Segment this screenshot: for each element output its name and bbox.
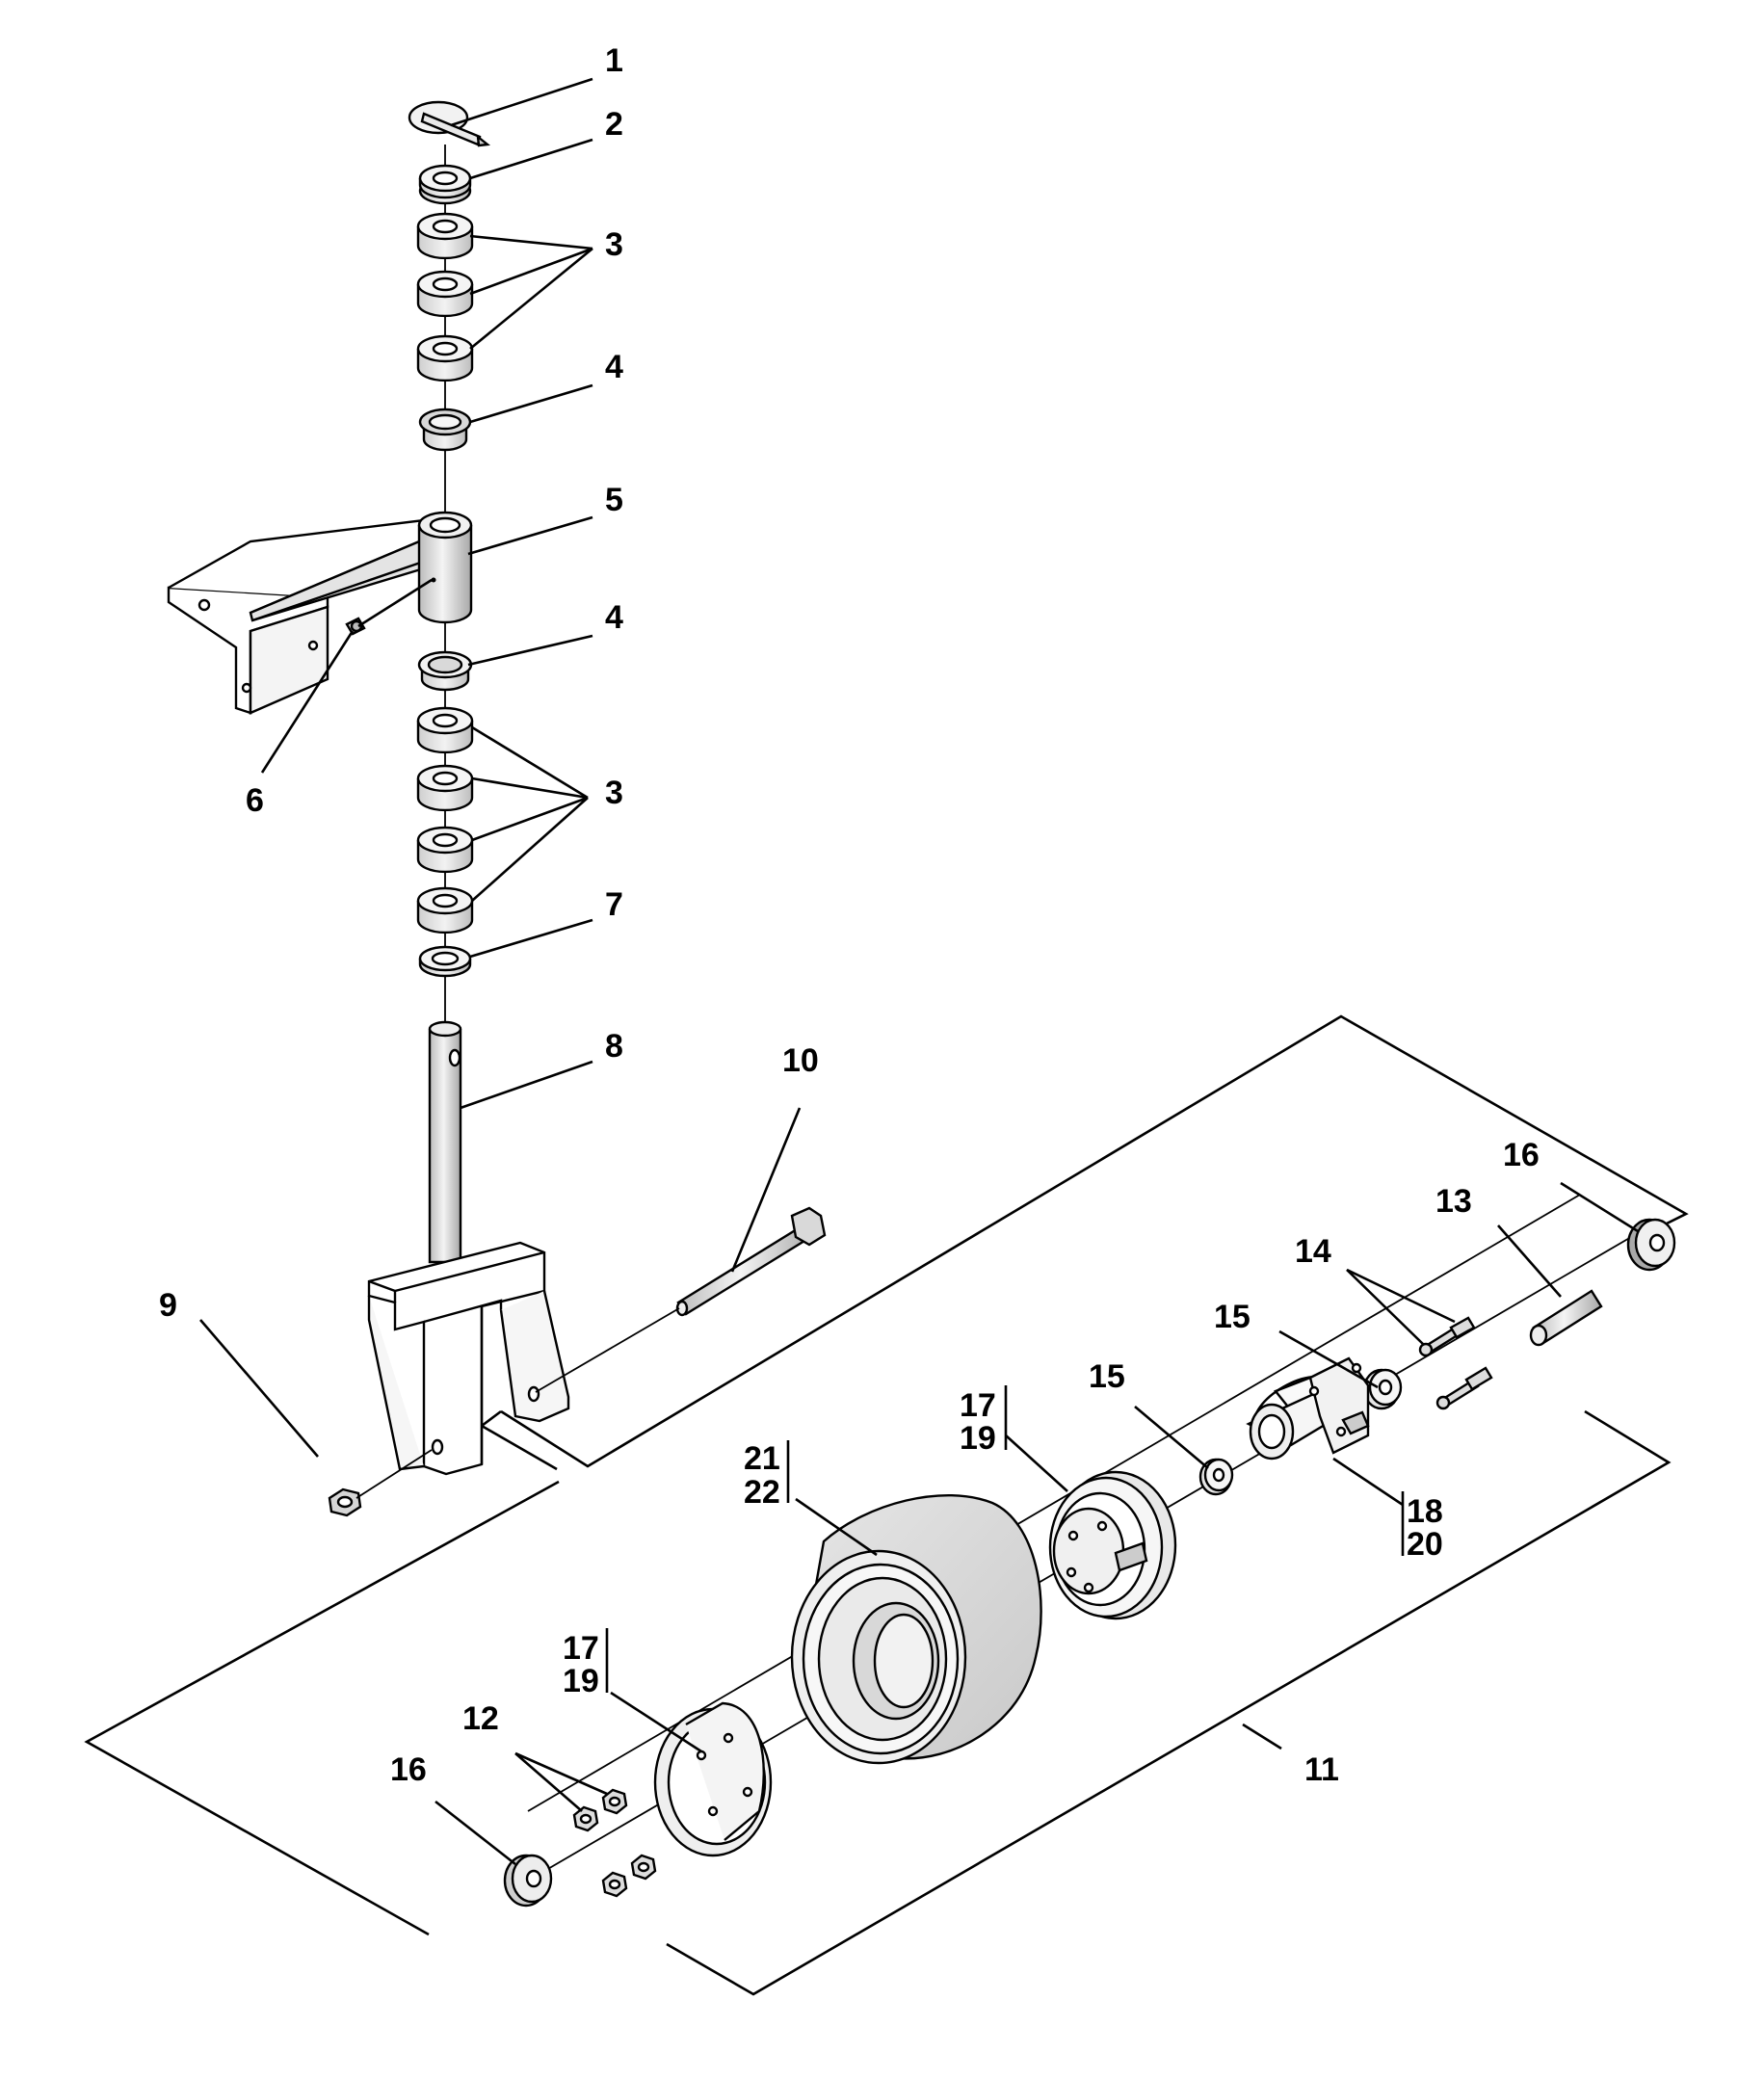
thrust-washer-part xyxy=(418,164,472,205)
callout-21: 21 xyxy=(744,1440,780,1477)
callout-14: 14 xyxy=(1295,1233,1331,1270)
callout-labels: 1 2 3 4 5 4 6 3 7 8 10 9 16 13 14 15 15 … xyxy=(159,42,1540,1788)
axle-spacer-tube xyxy=(1529,1289,1603,1347)
callout-19-right: 19 xyxy=(960,1420,996,1457)
callout-15-right: 15 xyxy=(1214,1299,1251,1335)
callout-4-upper: 4 xyxy=(605,349,623,385)
callout-17-right: 17 xyxy=(960,1387,996,1424)
axle-bolt-part xyxy=(675,1206,827,1317)
callout-3-lower: 3 xyxy=(605,775,623,811)
flange-bushing-lower xyxy=(417,650,473,692)
callout-7: 7 xyxy=(605,886,623,923)
wheel-rim-right xyxy=(1048,1470,1177,1620)
callout-16-left: 16 xyxy=(390,1751,427,1788)
callout-4-lower: 4 xyxy=(605,599,623,636)
callout-22: 22 xyxy=(744,1474,780,1511)
spacer-stack-upper xyxy=(416,212,474,382)
callout-5: 5 xyxy=(605,482,623,518)
wheel-bearing-right xyxy=(1626,1218,1676,1272)
rim-nuts-part xyxy=(572,1788,657,1898)
callout-12: 12 xyxy=(462,1700,499,1737)
callout-3-upper: 3 xyxy=(605,226,623,263)
callout-20: 20 xyxy=(1407,1526,1443,1563)
callout-2: 2 xyxy=(605,106,623,143)
wheel-bearing-left xyxy=(503,1854,553,1908)
leader-lines xyxy=(199,77,1639,1866)
callout-11: 11 xyxy=(1304,1751,1339,1788)
callout-1: 1 xyxy=(605,42,623,79)
grease-fitting-part xyxy=(345,617,366,636)
callout-6: 6 xyxy=(246,782,264,819)
callout-16-right: 16 xyxy=(1503,1137,1540,1173)
callout-18: 18 xyxy=(1407,1493,1443,1530)
caster-fork-part xyxy=(367,1020,570,1476)
callout-9: 9 xyxy=(159,1287,177,1324)
callout-17-left: 17 xyxy=(563,1630,599,1667)
spacer-stack-lower xyxy=(416,706,474,934)
callout-19-left: 19 xyxy=(563,1663,599,1699)
hub-washer-right xyxy=(1362,1368,1403,1410)
wheel-assembly-outline xyxy=(84,1014,1689,1996)
caster-mount-bracket xyxy=(167,511,473,715)
callout-8: 8 xyxy=(605,1028,623,1065)
wheel-rim-left xyxy=(653,1701,773,1857)
wheel-hub-part xyxy=(1246,1356,1370,1461)
lock-nut-part xyxy=(328,1487,362,1517)
callout-15-left: 15 xyxy=(1089,1358,1125,1395)
tire-part xyxy=(790,1493,1042,1765)
lynch-pin-part xyxy=(408,100,491,147)
callout-10: 10 xyxy=(782,1042,819,1079)
flange-bushing-upper xyxy=(418,408,472,452)
flat-washer-part xyxy=(418,945,472,978)
callout-13: 13 xyxy=(1435,1183,1472,1220)
hub-bolts-part xyxy=(1418,1316,1493,1410)
